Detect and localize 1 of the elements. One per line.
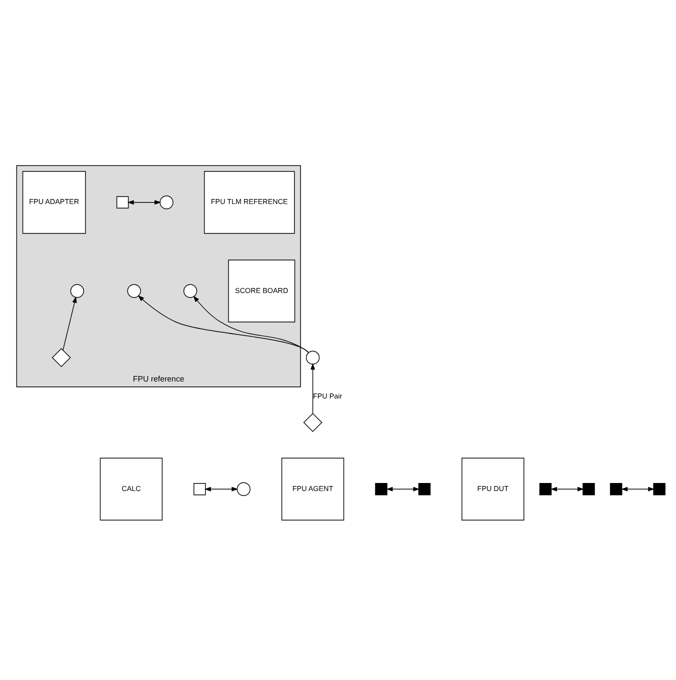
- edge-label: FPU Pair: [312, 391, 342, 400]
